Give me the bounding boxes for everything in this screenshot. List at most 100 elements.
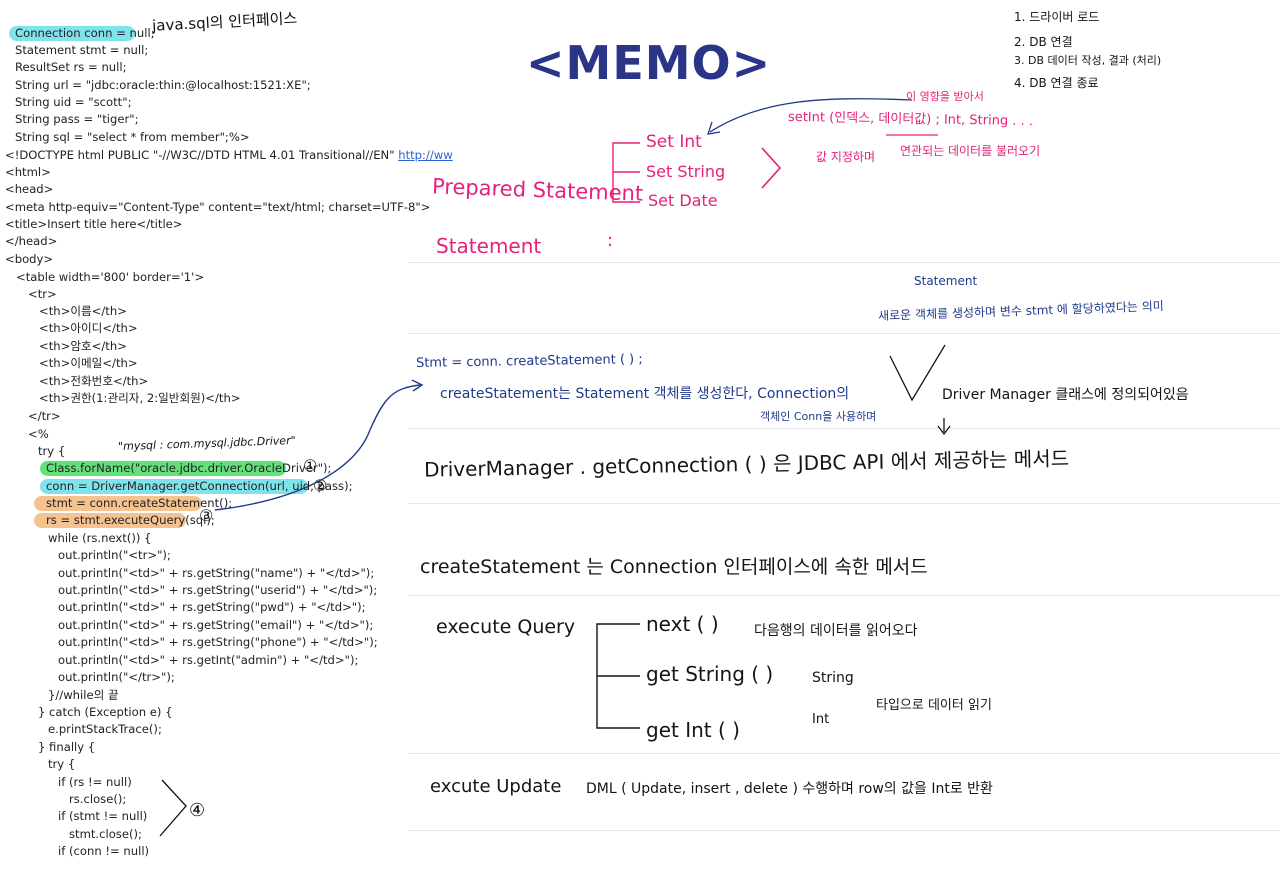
code-text: out.println("<td>" + rs.getString("name"… bbox=[58, 566, 375, 580]
code-line: stmt.close(); bbox=[69, 826, 142, 843]
executequery-item: next ( ) bbox=[646, 612, 719, 636]
code-text: <head> bbox=[5, 182, 54, 196]
code-line: out.println("</tr>"); bbox=[58, 669, 175, 686]
code-text: if (conn != null) bbox=[58, 844, 150, 858]
setter-item: Set String bbox=[646, 162, 726, 181]
code-text: <th>전화번호</th> bbox=[39, 374, 149, 388]
code-line: out.println("<td>" + rs.getString("useri… bbox=[58, 582, 377, 599]
code-line: rs = stmt.executeQuery(sql); bbox=[34, 512, 215, 529]
code-line: <th>전화번호</th> bbox=[39, 373, 148, 390]
code-line: <% bbox=[28, 426, 49, 443]
code-text: out.println("<td>" + rs.getString("email… bbox=[58, 618, 374, 632]
code-text: e.printStackTrace(); bbox=[48, 722, 162, 736]
code-line: <body> bbox=[5, 251, 53, 268]
ruled-line bbox=[408, 428, 1280, 429]
code-line: conn = DriverManager.getConnection(url, … bbox=[40, 478, 353, 495]
statement-label: Statement bbox=[436, 234, 542, 258]
code-line: out.println("<td>" + rs.getString("pwd")… bbox=[58, 599, 366, 616]
code-line: try { bbox=[48, 756, 75, 773]
code-line: <title>Insert title here</title> bbox=[5, 216, 183, 233]
code-text: <!DOCTYPE html PUBLIC "-//W3C//DTD HTML … bbox=[5, 148, 399, 162]
code-line: <meta http-equiv="Content-Type" content=… bbox=[5, 199, 430, 216]
memo-panel: <MEMO> 1. 드라이버 로드 2. DB 연결 3. DB 데이터 작성,… bbox=[408, 0, 1280, 876]
code-text: rs.close(); bbox=[69, 792, 127, 806]
code-line: Connection conn = null; bbox=[9, 25, 155, 42]
code-text: out.println("<tr>"); bbox=[58, 548, 171, 562]
code-text: <th>아이디</th> bbox=[39, 321, 138, 335]
code-text: String sql = "select * from member";%> bbox=[15, 130, 250, 144]
code-text: out.println("<td>" + rs.getString("useri… bbox=[58, 583, 378, 597]
code-text: if (stmt != null) bbox=[58, 809, 148, 823]
code-line: String uid = "scott"; bbox=[15, 94, 131, 111]
code-text: <tr> bbox=[28, 287, 57, 301]
code-text: stmt = conn.createStatement(); bbox=[46, 496, 233, 510]
ruled-line bbox=[408, 333, 1280, 334]
createstatement-note: createStatement 는 Connection 인터페이스에 속한 메… bbox=[420, 556, 928, 578]
code-text: String uid = "scott"; bbox=[15, 95, 132, 109]
conn-usage-note: 객체인 Conn을 사용하며 bbox=[760, 410, 877, 423]
note-number-4: ④ bbox=[189, 800, 206, 821]
string-type-note: String bbox=[812, 670, 854, 686]
code-text: ResultSet rs = null; bbox=[15, 60, 127, 74]
code-line: } catch (Exception e) { bbox=[38, 704, 172, 721]
step-item: 3. DB 데이터 작성, 결과 (처리) bbox=[1014, 54, 1162, 67]
code-line: <th>이메일</th> bbox=[39, 355, 138, 372]
code-text: String url = "jdbc:oracle:thin:@localhos… bbox=[15, 78, 311, 92]
note-affected: 이 영향을 받아서 bbox=[906, 90, 984, 103]
code-line: out.println("<td>" + rs.getString("phone… bbox=[58, 634, 378, 651]
executequery-item: get Int ( ) bbox=[646, 718, 740, 742]
code-text: out.println("<td>" + rs.getInt("admin") … bbox=[58, 653, 359, 667]
code-line: <th>아이디</th> bbox=[39, 320, 138, 337]
code-line: String sql = "select * from member";%> bbox=[15, 129, 250, 146]
code-line: if (stmt != null) bbox=[58, 808, 147, 825]
int-type-note: Int bbox=[812, 712, 830, 727]
getconnection-note: DriverManager . getConnection ( ) 은 JDBC… bbox=[423, 446, 1070, 482]
code-line: e.printStackTrace(); bbox=[48, 721, 162, 738]
code-text: try { bbox=[48, 757, 76, 771]
code-text: out.println("</tr>"); bbox=[58, 670, 175, 684]
executequery-label: execute Query bbox=[436, 616, 576, 638]
code-line: Class.forName("oracle.jdbc.driver.Oracle… bbox=[40, 460, 331, 477]
code-line: stmt = conn.createStatement(); bbox=[34, 495, 232, 512]
code-text: <% bbox=[28, 427, 49, 441]
code-text: <th>권한(1:관리자, 2:일반회원)</th> bbox=[39, 391, 241, 405]
code-text: <meta http-equiv="Content-Type" content=… bbox=[5, 200, 431, 214]
code-line: <head> bbox=[5, 181, 53, 198]
code-line: rs.close(); bbox=[69, 791, 126, 808]
highlight-orange bbox=[34, 513, 186, 528]
code-line: out.println("<td>" + rs.getString("name"… bbox=[58, 565, 374, 582]
code-line: out.println("<tr>"); bbox=[58, 547, 171, 564]
code-text: Class.forName("oracle.jdbc.driver.Oracle… bbox=[46, 461, 332, 475]
code-text: out.println("<td>" + rs.getString("phone… bbox=[58, 635, 378, 649]
code-text: rs = stmt.executeQuery(sql); bbox=[46, 513, 215, 527]
code-text: try { bbox=[38, 444, 66, 458]
code-line: }//while의 끝 bbox=[48, 687, 119, 704]
code-text: <body> bbox=[5, 252, 54, 266]
step-item: 2. DB 연결 bbox=[1014, 35, 1073, 49]
code-text: if (rs != null) bbox=[58, 775, 132, 789]
code-text: while (rs.next()) { bbox=[48, 531, 152, 545]
code-line: <th>암호</th> bbox=[39, 338, 127, 355]
highlight-cyan bbox=[9, 26, 135, 41]
ruled-line bbox=[408, 753, 1280, 754]
code-text: } catch (Exception e) { bbox=[38, 705, 173, 719]
code-line: try { bbox=[38, 443, 65, 460]
code-text: <th>이름</th> bbox=[39, 304, 127, 318]
code-text: <html> bbox=[5, 165, 51, 179]
code-text: out.println("<td>" + rs.getString("pwd")… bbox=[58, 600, 366, 614]
note-setint-syntax: setInt (인덱스, 데이터값) ; Int, String . . . bbox=[787, 109, 1034, 130]
code-line: ResultSet rs = null; bbox=[15, 59, 126, 76]
code-line: <th>권한(1:관리자, 2:일반회원)</th> bbox=[39, 390, 241, 407]
code-text: stmt.close(); bbox=[69, 827, 142, 841]
code-line: </tr> bbox=[28, 408, 61, 425]
doctype-link[interactable]: http://ww bbox=[398, 148, 453, 162]
code-line: Statement stmt = null; bbox=[15, 42, 148, 59]
executequery-item: get String ( ) bbox=[646, 662, 774, 686]
code-line: } finally { bbox=[38, 739, 95, 756]
code-line: </head> bbox=[5, 233, 57, 250]
code-text: <th>암호</th> bbox=[39, 339, 127, 353]
ruled-line bbox=[408, 595, 1280, 596]
memo-title: <MEMO> bbox=[526, 36, 772, 90]
code-text: String pass = "tiger"; bbox=[15, 112, 139, 126]
note-mysql-driver: "mysql : com.mysql.jdbc.Driver" bbox=[117, 433, 296, 454]
